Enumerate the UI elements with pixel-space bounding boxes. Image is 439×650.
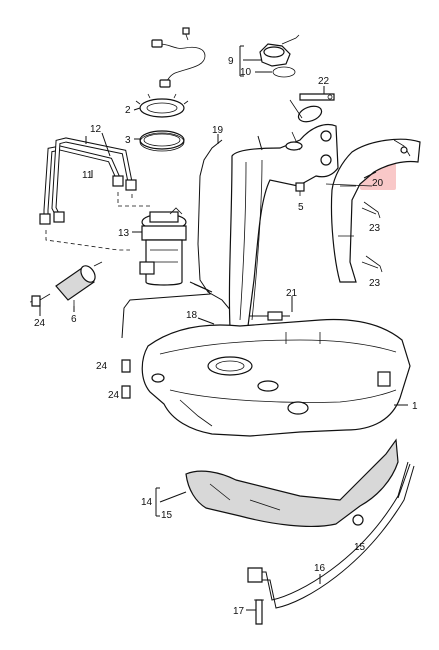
callout-13: 13 — [118, 228, 130, 239]
callout-2: 2 — [125, 105, 131, 116]
callout-22: 22 — [318, 76, 330, 87]
callout-24-lower: 24 — [108, 390, 120, 401]
heat-shield[interactable] — [325, 138, 421, 283]
callout-24-upper: 24 — [96, 361, 108, 372]
callout-20: 20 — [372, 178, 384, 189]
return-hose[interactable] — [121, 281, 213, 339]
callout-19: 19 — [212, 125, 224, 136]
locking-ring[interactable] — [135, 93, 189, 118]
lower-heat-shield[interactable] — [185, 438, 399, 528]
callout-17: 17 — [233, 606, 245, 617]
screw-set-23[interactable] — [363, 201, 383, 273]
callout-3: 3 — [125, 135, 131, 146]
callout-15-left: 15 — [161, 510, 173, 521]
fuel-filter[interactable] — [29, 261, 103, 306]
callout-9: 9 — [228, 56, 234, 67]
callout-5: 5 — [298, 202, 304, 213]
callout-23-lower: 23 — [369, 278, 381, 289]
callout-12: 12 — [90, 124, 102, 135]
filler-cap[interactable] — [259, 34, 300, 78]
fuel-pump-module[interactable] — [139, 207, 187, 286]
wiring-harness[interactable] — [151, 27, 206, 88]
callout-10: 10 — [240, 67, 252, 78]
seal-ring[interactable] — [139, 130, 185, 152]
fuel-tank[interactable] — [141, 318, 411, 437]
callout-18: 18 — [186, 310, 198, 321]
cap-strap[interactable] — [299, 93, 335, 101]
fuel-lines[interactable] — [39, 137, 137, 225]
fastener-set-24[interactable] — [31, 295, 131, 399]
callout-1: 1 — [412, 401, 418, 412]
callout-24-left: 24 — [34, 318, 46, 329]
callout-21: 21 — [286, 288, 298, 299]
callout-15-mid: 15 — [354, 542, 366, 553]
tank-strap[interactable] — [247, 461, 415, 609]
callout-23-upper: 23 — [369, 223, 381, 234]
callout-11: 11 — [82, 170, 93, 181]
vent-line[interactable] — [197, 139, 233, 313]
callout-14: 14 — [141, 497, 153, 508]
strap-bolt[interactable] — [254, 599, 264, 625]
line-connector[interactable] — [246, 311, 290, 321]
filler-neck[interactable] — [228, 99, 339, 329]
clip[interactable] — [295, 182, 305, 196]
callout-16: 16 — [314, 563, 326, 574]
callout-6: 6 — [71, 314, 77, 325]
